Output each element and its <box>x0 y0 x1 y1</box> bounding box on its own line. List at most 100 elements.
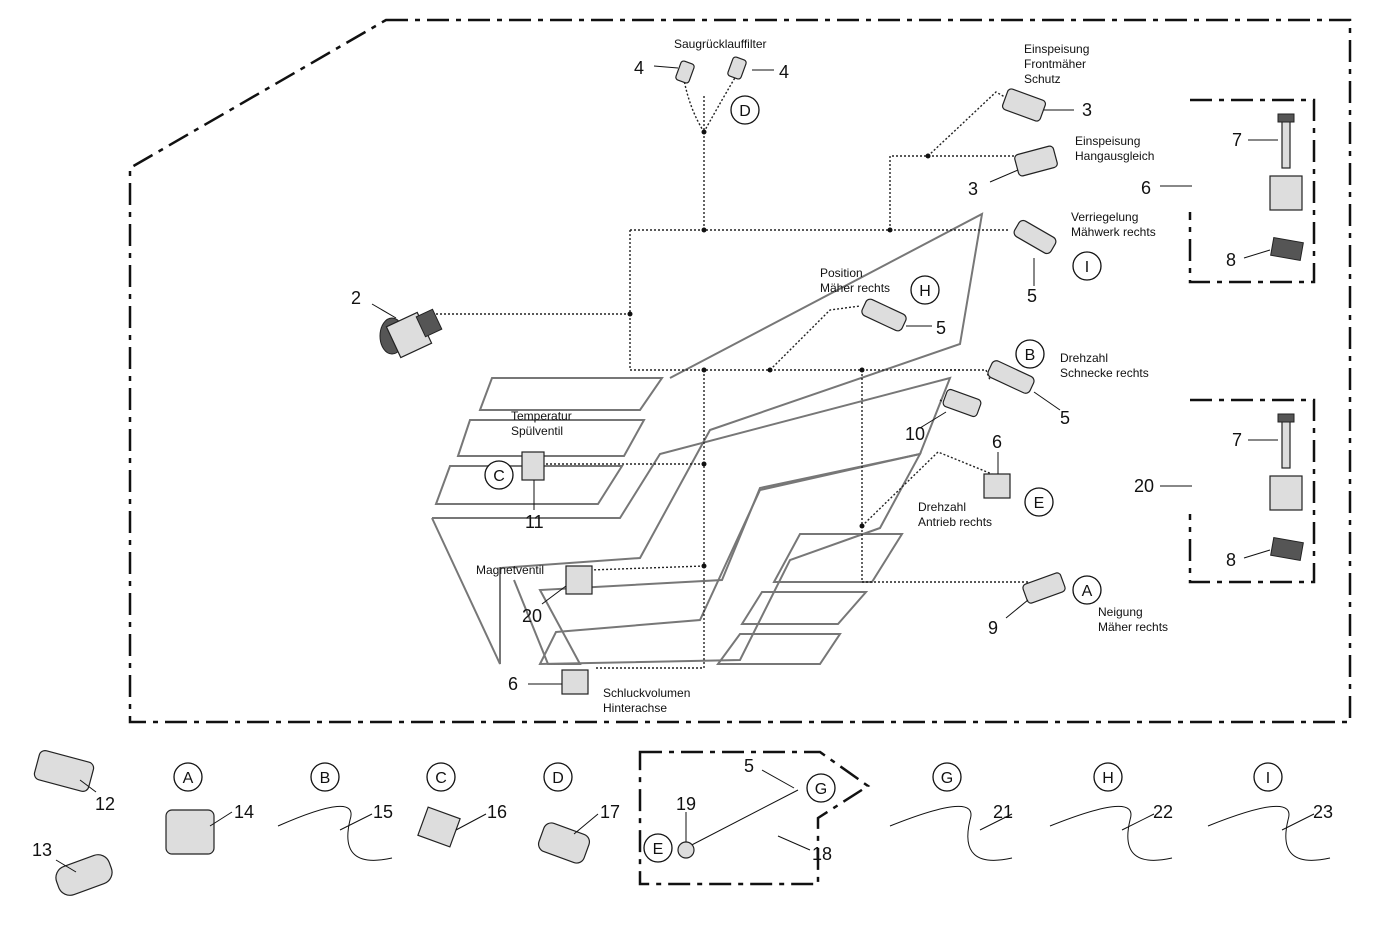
callout-3-mid: 3 <box>968 179 978 199</box>
letter-a-bottom: A <box>173 762 203 792</box>
callout-6-drehzahl: 6 <box>992 432 1002 452</box>
svg-text:B: B <box>1025 347 1036 364</box>
letter-h-main: H <box>910 275 940 305</box>
letter-a-main: A <box>1072 575 1102 605</box>
label-verriegelung-1: Verriegelung <box>1071 210 1138 224</box>
callout-15: 15 <box>373 802 393 822</box>
svg-text:E: E <box>653 841 664 858</box>
label-position-1: Position <box>820 266 863 280</box>
callout-19: 19 <box>676 794 696 814</box>
callout-14: 14 <box>234 802 254 822</box>
callout-16: 16 <box>487 802 507 822</box>
main-round-connector <box>379 308 443 359</box>
svg-text:A: A <box>1082 583 1093 600</box>
callout-13: 13 <box>32 840 52 860</box>
callout-6-box: 6 <box>1141 178 1151 198</box>
circled-letters: D H I B C E A A B C D G E G H I <box>173 95 1283 863</box>
letter-g-detail: G <box>806 773 836 803</box>
label-einspeisung-front-2: Frontmäher <box>1024 57 1086 71</box>
callout-20-box: 20 <box>1134 476 1154 496</box>
svg-text:I: I <box>1266 770 1270 787</box>
callout-20-magnet: 20 <box>522 606 542 626</box>
suction-filter-plugs <box>675 56 747 84</box>
svg-text:C: C <box>493 468 505 485</box>
detail-box-18 <box>638 750 871 886</box>
svg-text:H: H <box>1102 770 1114 787</box>
svg-text:D: D <box>739 103 751 120</box>
callout-7-bottom: 7 <box>1232 430 1242 450</box>
label-position-2: Mäher rechts <box>820 281 890 295</box>
label-magnetventil: Magnetventil <box>476 563 544 577</box>
letter-b-main: B <box>1015 339 1045 369</box>
label-einspeisung-hang-1: Einspeisung <box>1075 134 1140 148</box>
callout-8-top: 8 <box>1226 250 1236 270</box>
label-einspeisung-hang-2: Hangausgleich <box>1075 149 1154 163</box>
callout-4-right: 4 <box>779 62 789 82</box>
valve-plugs-6 <box>561 175 1303 695</box>
callout-5-detail: 5 <box>744 756 754 776</box>
label-drehzahl-antrieb-2: Antrieb rechts <box>918 515 992 529</box>
temperature-sensor <box>521 451 545 481</box>
tilt-connector <box>1022 572 1066 604</box>
magnet-valve <box>565 565 593 595</box>
callout-21: 21 <box>993 802 1013 822</box>
main-assembly-boundary <box>128 18 1352 724</box>
sensor-connectors-5 <box>861 219 1057 394</box>
letter-b-bottom: B <box>310 762 340 792</box>
letter-d-main: D <box>730 95 760 125</box>
letter-i-bottom: I <box>1253 762 1283 792</box>
detail-box-20 <box>1188 398 1316 584</box>
label-verriegelung-2: Mähwerk rechts <box>1071 225 1156 239</box>
svg-text:I: I <box>1085 259 1089 276</box>
callout-6-schluck: 6 <box>508 674 518 694</box>
letter-c-bottom: C <box>426 762 456 792</box>
label-einspeisung-front-3: Schutz <box>1024 72 1061 86</box>
leader-lines <box>55 65 1315 873</box>
callout-5-position: 5 <box>936 318 946 338</box>
label-einspeisung-front-1: Einspeisung <box>1024 42 1089 56</box>
callout-23: 23 <box>1313 802 1333 822</box>
label-schluckvolumen-1: Schluckvolumen <box>603 686 690 700</box>
callout-22: 22 <box>1153 802 1173 822</box>
svg-text:C: C <box>435 770 447 787</box>
machine-frame <box>431 212 984 666</box>
bottom-parts <box>33 750 1331 896</box>
label-neigung-1: Neigung <box>1098 605 1143 619</box>
callout-5-verriegelung: 5 <box>1027 286 1037 306</box>
letter-h-bottom: H <box>1093 762 1123 792</box>
svg-text:H: H <box>919 283 931 300</box>
callout-2: 2 <box>351 288 361 308</box>
svg-text:G: G <box>815 781 827 798</box>
svg-text:A: A <box>183 770 194 787</box>
label-temperatur-2: Spülventil <box>511 424 563 438</box>
junction-dots <box>627 129 931 569</box>
label-schluckvolumen-2: Hinterachse <box>603 701 667 715</box>
connector-10 <box>942 388 982 418</box>
callout-9: 9 <box>988 618 998 638</box>
callout-7-top: 7 <box>1232 130 1242 150</box>
label-drehzahl-antrieb-1: Drehzahl <box>918 500 966 514</box>
callout-3-top: 3 <box>1082 100 1092 120</box>
letter-e-main: E <box>1024 487 1054 517</box>
callout-numbers: 2 4 4 3 3 5 5 5 5 6 6 6 7 7 8 8 9 10 11 … <box>32 58 1333 864</box>
harness-cables <box>436 75 1030 669</box>
letter-e-detail: E <box>643 833 673 863</box>
letter-c-main: C <box>484 460 514 490</box>
supply-connectors <box>1001 88 1058 177</box>
callout-11: 11 <box>525 512 544 532</box>
callout-10: 10 <box>905 424 925 444</box>
svg-text:G: G <box>941 770 953 787</box>
svg-text:B: B <box>320 770 331 787</box>
callout-8-bottom: 8 <box>1226 550 1236 570</box>
callout-5-schnecke: 5 <box>1060 408 1070 428</box>
letter-d-bottom: D <box>543 762 573 792</box>
label-saugruecklauffilter: Saugrücklauffilter <box>674 37 767 51</box>
svg-text:D: D <box>552 770 564 787</box>
callout-18: 18 <box>812 844 832 864</box>
label-drehzahl-schnecke-1: Drehzahl <box>1060 351 1108 365</box>
letter-i-main: I <box>1072 251 1102 281</box>
detail-box-6 <box>1188 98 1316 284</box>
screws-and-gaskets <box>1270 113 1304 562</box>
callout-17: 17 <box>600 802 620 822</box>
